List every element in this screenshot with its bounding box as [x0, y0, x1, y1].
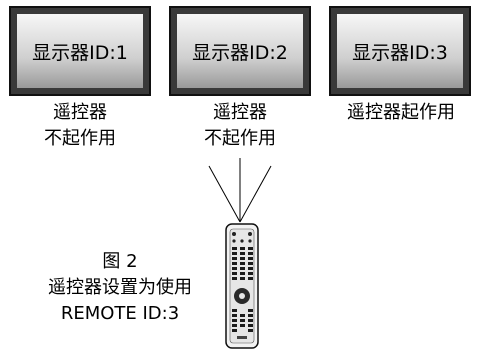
- display-2-status-line-2: 不起作用: [204, 128, 276, 149]
- display-1: 显示器ID:1: [9, 6, 151, 96]
- display-2: 显示器ID:2: [169, 6, 311, 96]
- display-3: 显示器ID:3: [329, 6, 471, 96]
- display-2-status-line-1: 遥控器: [213, 102, 267, 123]
- figure-caption-line-2: REMOTE ID:3: [60, 303, 180, 324]
- remote-control-icon: [225, 223, 259, 349]
- display-1-status-line-1: 遥控器: [53, 102, 107, 123]
- signal-line-right: [239, 165, 272, 223]
- display-3-status-line-1: 遥控器起作用: [347, 102, 455, 123]
- display-3-label: 显示器ID:3: [337, 14, 463, 88]
- display-3-status: 遥控器起作用: [321, 100, 481, 126]
- signal-line-left: [208, 165, 241, 223]
- display-2-status: 遥控器 不起作用: [169, 100, 311, 152]
- display-2-label: 显示器ID:2: [177, 14, 303, 88]
- display-1-label: 显示器ID:1: [17, 14, 143, 88]
- figure-number: 图 2: [102, 251, 138, 272]
- display-1-status-line-2: 不起作用: [44, 128, 116, 149]
- figure-caption-line-1: 遥控器设置为使用: [48, 277, 192, 298]
- display-1-status: 遥控器 不起作用: [9, 100, 151, 152]
